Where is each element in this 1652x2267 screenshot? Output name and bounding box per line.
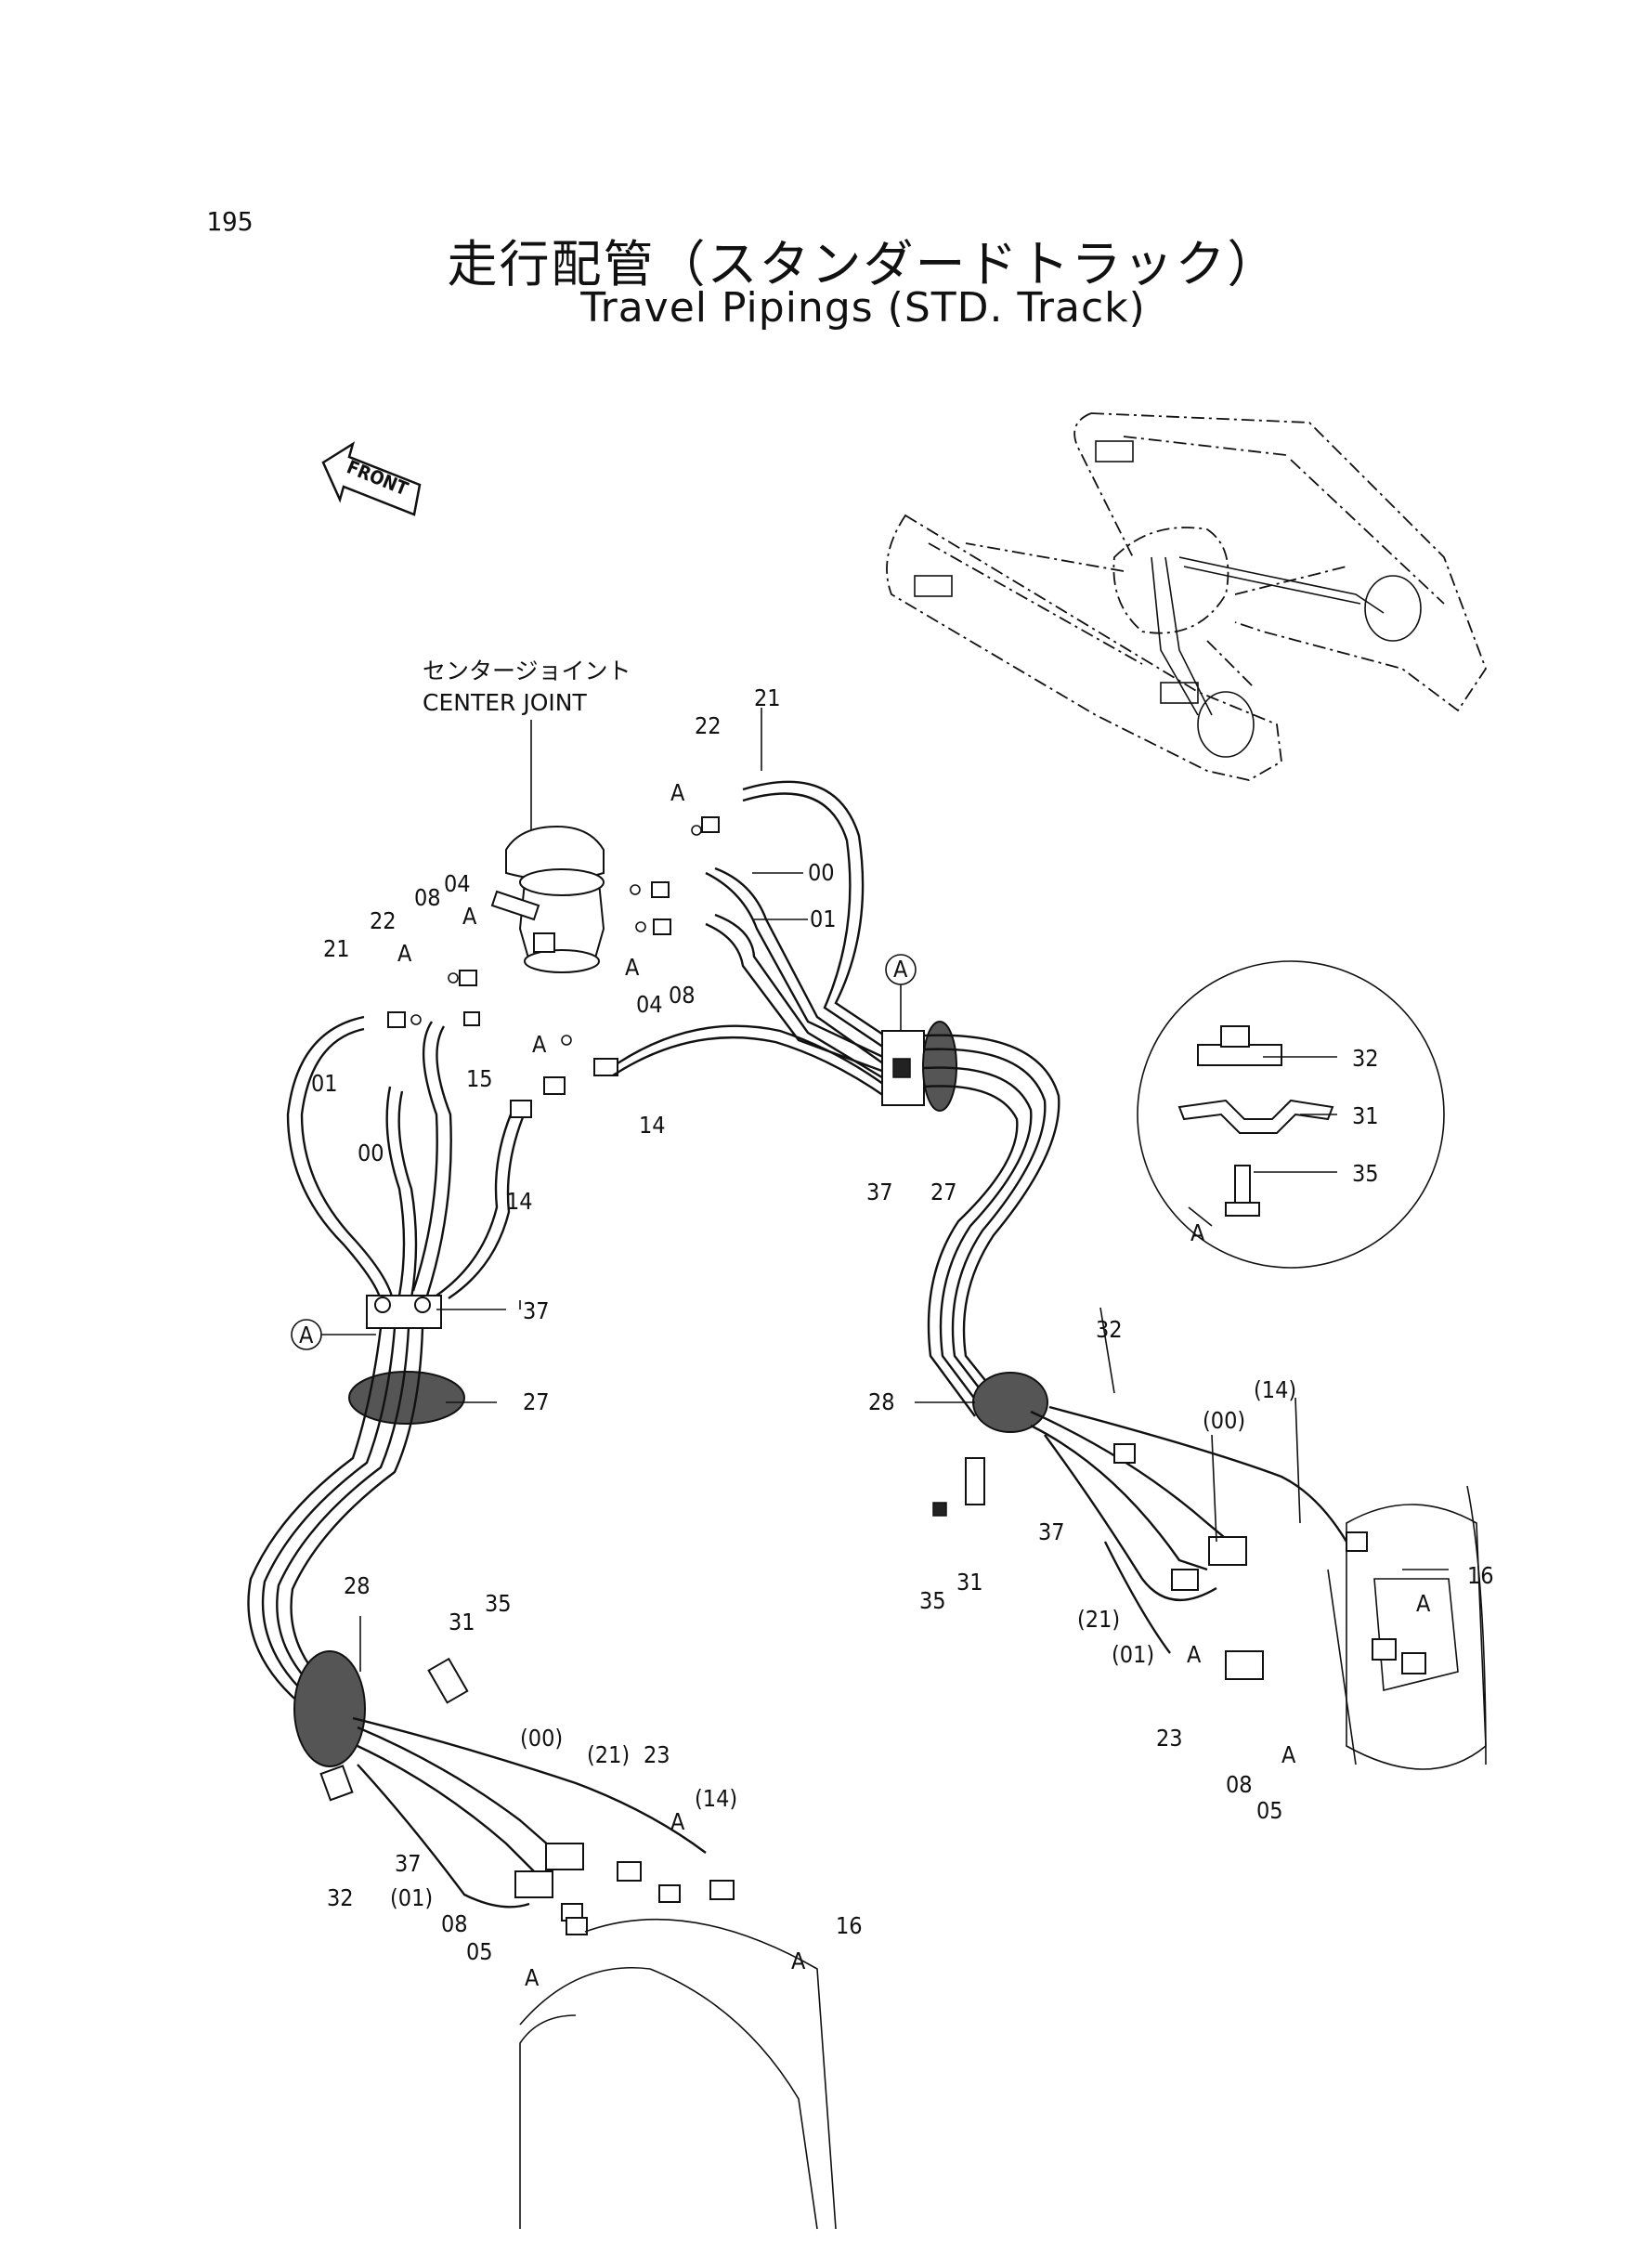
hoses-upper xyxy=(286,780,892,1301)
label-04-right: 04 xyxy=(636,991,663,1018)
label-00-left-paren: (00) xyxy=(520,1725,563,1752)
label-a-top: A xyxy=(670,779,685,806)
label-a-right: A xyxy=(625,954,640,981)
label-14-left-paren: (14) xyxy=(695,1785,737,1812)
label-01-left: 01 xyxy=(311,1070,338,1097)
center-joint-label-en: CENTER JOINT xyxy=(423,689,587,716)
label-a-23-left: A xyxy=(670,1808,685,1835)
title-english: Travel Pipings (STD. Track) xyxy=(580,284,1146,332)
ref-a-left: A xyxy=(299,1322,314,1348)
label-00-left: 00 xyxy=(358,1140,384,1166)
label-23-left: 23 xyxy=(644,1741,670,1768)
label-22-top: 22 xyxy=(695,712,722,739)
label-a-15: A xyxy=(532,1031,547,1058)
part-labels: 21 22 A 00 01 04 08 A 08 04 A 22 A 21 01… xyxy=(299,684,1494,1991)
label-08-right-lower: 08 xyxy=(1226,1771,1253,1798)
detail-a-caption: A xyxy=(1190,1219,1205,1246)
label-32-left: 32 xyxy=(327,1884,354,1911)
label-37-left-lower: 37 xyxy=(395,1850,422,1877)
label-a-16-left: A xyxy=(791,1948,806,1974)
label-a-left: A xyxy=(462,903,477,930)
front-arrow-icon: FRONT xyxy=(321,441,422,516)
label-14-left: 14 xyxy=(506,1188,533,1215)
label-27-left: 27 xyxy=(523,1388,550,1415)
label-16-left: 16 xyxy=(836,1912,863,1939)
label-01-right-paren: (01) xyxy=(1112,1641,1154,1668)
detail-a xyxy=(1137,960,1445,1269)
label-08-left-lower: 08 xyxy=(441,1910,468,1937)
label-27-top: 27 xyxy=(930,1179,957,1205)
bundle-left xyxy=(247,1295,465,1767)
label-a-16-right: A xyxy=(1416,1590,1431,1617)
ref-a-top: A xyxy=(893,956,908,983)
title-japanese: 走行配管（スタンダードトラック） xyxy=(447,235,1280,293)
undercarriage-overview xyxy=(886,412,1488,781)
label-35-detail: 35 xyxy=(1352,1160,1379,1187)
label-32-detail: 32 xyxy=(1352,1045,1379,1072)
label-22-left: 22 xyxy=(370,907,397,934)
label-21-left-paren: (21) xyxy=(587,1741,630,1768)
label-14-right-paren: (14) xyxy=(1254,1376,1296,1403)
label-21-left: 21 xyxy=(323,935,350,962)
center-joint-label-jp: センタージョイント xyxy=(423,658,631,684)
label-21-top: 21 xyxy=(754,684,781,711)
label-16-right: 16 xyxy=(1467,1562,1494,1589)
label-37-right: 37 xyxy=(1038,1518,1065,1545)
label-15: 15 xyxy=(466,1065,493,1092)
page-number: 195 xyxy=(206,206,254,237)
label-a-05-left: A xyxy=(525,1964,540,1991)
label-08-left: 08 xyxy=(414,884,441,911)
label-a-23-right: A xyxy=(1187,1641,1202,1668)
leader-lines xyxy=(359,708,1449,1672)
label-35-left: 35 xyxy=(485,1590,512,1617)
label-01-top: 01 xyxy=(810,905,837,932)
label-31-detail: 31 xyxy=(1352,1102,1379,1129)
label-05-right: 05 xyxy=(1256,1797,1283,1824)
label-28-left: 28 xyxy=(344,1572,371,1599)
label-31-left: 31 xyxy=(449,1609,475,1635)
center-joint xyxy=(490,825,605,973)
bundle-right xyxy=(881,1021,1060,1417)
label-21-right-paren: (21) xyxy=(1077,1606,1120,1633)
label-14-middle: 14 xyxy=(639,1112,666,1139)
label-00-top: 00 xyxy=(808,859,835,886)
right-motor-area xyxy=(932,1372,1487,1770)
label-31-right: 31 xyxy=(956,1569,983,1596)
label-37-top: 37 xyxy=(866,1179,893,1205)
label-00-right-paren: (00) xyxy=(1203,1407,1245,1434)
label-a-05-right: A xyxy=(1281,1741,1296,1768)
label-a-left-2: A xyxy=(397,940,412,967)
label-37-left: 37 xyxy=(523,1297,550,1324)
label-23-right: 23 xyxy=(1156,1725,1183,1752)
label-05-left: 05 xyxy=(466,1938,493,1965)
left-motor-area xyxy=(319,1657,837,2230)
label-04-left: 04 xyxy=(444,870,471,897)
label-01-left-paren: (01) xyxy=(390,1884,433,1911)
label-35-right: 35 xyxy=(919,1587,946,1614)
label-08-right: 08 xyxy=(669,982,696,1009)
label-28-right: 28 xyxy=(868,1388,895,1415)
label-32-right: 32 xyxy=(1096,1316,1123,1343)
fittings xyxy=(387,816,720,1118)
